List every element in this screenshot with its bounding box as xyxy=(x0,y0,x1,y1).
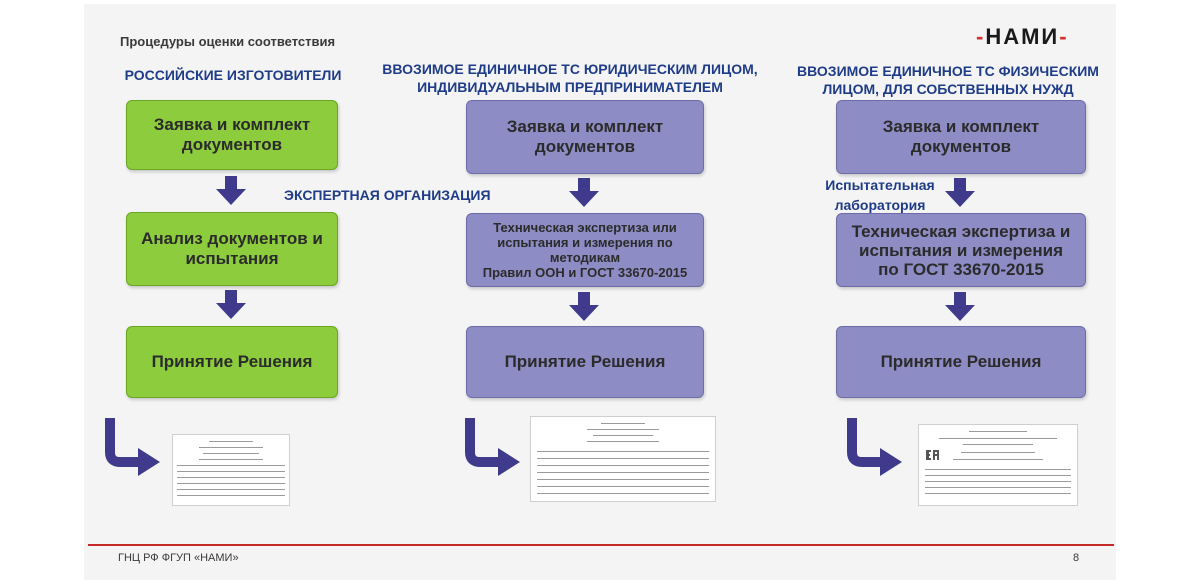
column3-box-application-label: Заявка и комплект документов xyxy=(882,117,1040,156)
document-thumbnail-icon xyxy=(530,416,716,502)
column1-box-decision-label: Принятие Решения xyxy=(151,352,313,371)
column2-box-expertise-line1: Техническая экспертиза или xyxy=(493,220,677,235)
column1-box-analysis-label: Анализ документов и испытания xyxy=(141,229,323,268)
column2-heading: ВВОЗИМОЕ ЕДИНИЧНОЕ ТС ЮРИДИЧЕСКИМ ЛИЦОМ,… xyxy=(360,60,780,96)
expert-organization-note: ЭКСПЕРТНАЯ ОРГАНИЗАЦИЯ xyxy=(284,187,491,203)
nami-logo: -НАМИ- xyxy=(976,24,1069,49)
slide-title: Процедуры оценки соответствия xyxy=(120,34,336,49)
column1-box-decision: Принятие Решения xyxy=(126,326,338,398)
column3-heading-line1: ВВОЗИМОЕ ЕДИНИЧНОЕ ТС ФИЗИЧЕСКИМ xyxy=(797,63,1099,79)
column2-heading-line1: ВВОЗИМОЕ ЕДИНИЧНОЕ ТС ЮРИДИЧЕСКИМ ЛИЦОМ, xyxy=(382,61,758,77)
column2-box-decision: Принятие Решения xyxy=(466,326,704,398)
column3-heading: ВВОЗИМОЕ ЕДИНИЧНОЕ ТС ФИЗИЧЕСКИМ ЛИЦОМ, … xyxy=(780,62,1116,98)
column1-box-application-label: Заявка и комплект документов xyxy=(153,115,311,154)
arrow-down-icon xyxy=(216,290,246,319)
column3-box-application: Заявка и комплект документов xyxy=(836,100,1086,174)
document-thumbnail-icon xyxy=(172,434,290,506)
eac-mark-icon xyxy=(926,450,939,460)
arrow-down-icon xyxy=(945,178,975,207)
column3-box-expertise: Техническая экспертиза и испытания и изм… xyxy=(836,213,1086,287)
column1-heading: РОССИЙСКИЕ ИЗГОТОВИТЕЛИ xyxy=(124,67,342,83)
footer-organization: ГНЦ РФ ФГУП «НАМИ» xyxy=(118,552,239,564)
column2-box-expertise-line4: Правил ООН и ГОСТ 33670-2015 xyxy=(482,265,688,280)
column3-box-expertise-line3: по ГОСТ 33670-2015 xyxy=(878,259,1044,279)
arrow-down-icon xyxy=(945,292,975,321)
test-lab-note-line1: Испытательная xyxy=(825,177,935,193)
arrow-down-icon xyxy=(569,292,599,321)
column3-box-expertise-line1: Техническая экспертиза и xyxy=(851,221,1071,241)
test-lab-note: Испытательная лаборатория xyxy=(818,175,942,215)
column3-box-decision: Принятие Решения xyxy=(836,326,1086,398)
footer-divider xyxy=(88,544,1114,546)
column2-heading-line2: ИНДИВИДУАЛЬНЫМ ПРЕДПРИНИМАТЕЛЕМ xyxy=(417,79,723,95)
page-number: 8 xyxy=(1073,552,1080,564)
column1-box-analysis: Анализ документов и испытания xyxy=(126,212,338,286)
arrow-down-icon xyxy=(216,176,246,205)
column2-box-application-label: Заявка и комплект документов xyxy=(506,117,664,156)
column3-box-decision-label: Принятие Решения xyxy=(880,352,1042,371)
column2-box-expertise-line2: испытания и измерения по xyxy=(497,235,673,250)
column2-box-expertise: Техническая экспертиза или испытания и и… xyxy=(466,213,704,287)
curved-arrow-icon xyxy=(465,418,520,476)
column2-box-decision-label: Принятие Решения xyxy=(504,352,666,371)
curved-arrow-icon xyxy=(847,418,902,476)
column1-box-application: Заявка и комплект документов xyxy=(126,100,338,170)
column2-box-expertise-line3: методикам xyxy=(549,250,621,265)
test-lab-note-line2: лаборатория xyxy=(834,197,926,213)
arrow-down-icon xyxy=(569,178,599,207)
column2-box-application: Заявка и комплект документов xyxy=(466,100,704,174)
column3-heading-line2: ЛИЦОМ, ДЛЯ СОБСТВЕННЫХ НУЖД xyxy=(822,81,1074,97)
curved-arrow-icon xyxy=(105,418,160,476)
column3-box-expertise-line2: испытания и измерения xyxy=(859,240,1063,260)
document-thumbnail-icon xyxy=(918,424,1078,506)
